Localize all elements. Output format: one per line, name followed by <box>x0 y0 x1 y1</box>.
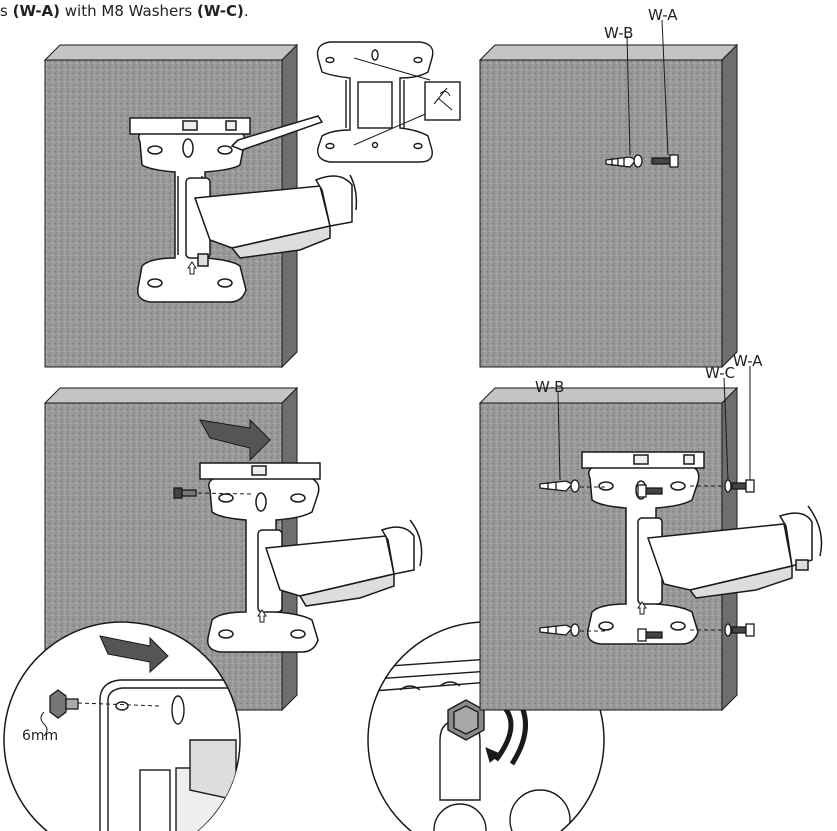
step-4-fix-bracket <box>478 366 823 712</box>
spirit-level <box>129 117 251 135</box>
wall-plug-w-b <box>605 35 643 168</box>
caption-prefix: s <box>0 2 13 20</box>
pencil <box>230 115 324 151</box>
label-tool-size: 6mm <box>22 728 59 744</box>
spirit-level-step-3 <box>199 462 321 480</box>
label-step2-w-a: W-A <box>648 6 678 24</box>
push-arrow-zoom-icon <box>99 635 169 674</box>
instruction-caption: s (W-A) with M8 Washers (W-C). <box>0 2 249 20</box>
screw-w-a <box>651 19 679 168</box>
bracket-step-4 <box>587 463 823 645</box>
step-2-insert-plugs <box>478 19 739 369</box>
label-step2-w-b: W-B <box>604 24 634 42</box>
swing-arm <box>185 174 358 267</box>
push-arrow-icon <box>199 418 271 462</box>
caption-suffix: . <box>243 2 249 20</box>
wall-panel-2 <box>478 43 739 369</box>
step-1-mark-holes <box>43 43 358 369</box>
label-step4-w-a: W-A <box>733 352 763 370</box>
fixings-bottom-row <box>539 623 755 642</box>
template-inset <box>316 41 461 163</box>
bolt-zoom-a <box>40 689 79 737</box>
caption-code-w-a: (W-A) <box>12 2 61 20</box>
bracket-step-3 <box>207 475 423 653</box>
fixings-top-row <box>539 366 755 498</box>
arrow-up-marker-3 <box>257 609 267 623</box>
bolt-step-3 <box>173 487 253 499</box>
hex-bolt-zoom-b <box>447 699 485 741</box>
label-step4-w-b: W-B <box>535 378 565 396</box>
label-step4-w-c: W-C <box>705 364 736 382</box>
spirit-level-step-4 <box>581 451 705 469</box>
caption-code-w-c: (W-C) <box>197 2 244 20</box>
arrow-up-marker <box>187 261 197 275</box>
arrow-up-marker-4 <box>637 601 647 615</box>
caption-middle: with M8 Washers <box>60 2 197 20</box>
